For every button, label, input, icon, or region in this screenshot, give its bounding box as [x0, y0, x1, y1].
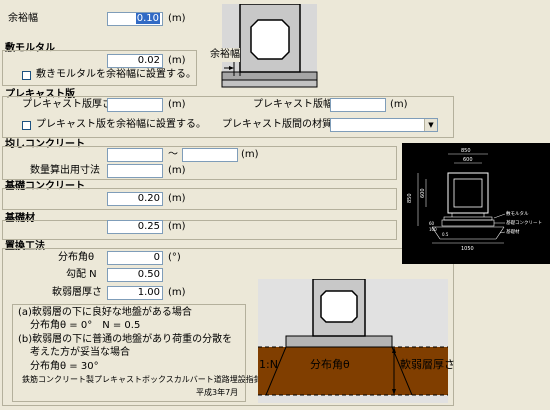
- cad-dim-side-2: 100: [429, 227, 437, 232]
- leveling-group: [2, 146, 397, 180]
- mortar-unit: (m): [168, 55, 186, 66]
- margin-input[interactable]: 0.10: [107, 12, 163, 26]
- precast-width-input[interactable]: [330, 98, 386, 112]
- replacement-diagram: [258, 279, 448, 403]
- cad-dim-top-outer: 850: [461, 148, 471, 154]
- replacement-soft-input[interactable]: 1.00: [107, 286, 163, 300]
- cad-legend-base-concrete: 基礎コンクリート: [506, 219, 542, 226]
- mortar-input[interactable]: 0.02: [107, 54, 163, 68]
- note-reference: 鉄筋コンクリート製プレキャストボックスカルバート道路埋設指針: [22, 375, 262, 384]
- precast-thickness-input[interactable]: [107, 98, 163, 112]
- note-a-title: (a)軟弱層の下に良好な地盤がある場合: [18, 307, 192, 318]
- base-concrete-title: 基礎コンクリート: [5, 181, 85, 192]
- precast-checkbox-label: プレキャスト版を余裕幅に設置する。: [36, 119, 206, 130]
- mortar-margin-checkbox[interactable]: [22, 71, 31, 80]
- margin-unit: (m): [168, 13, 186, 24]
- mortar-checkbox-label: 敷きモルタルを余裕幅に設置する。: [36, 69, 196, 80]
- replacement-soft-label: 軟弱層厚さ: [52, 287, 102, 298]
- note-a-detail: 分布角θ = 0° N = 0.5: [30, 320, 141, 331]
- replacement-title: 置換工法: [5, 241, 45, 252]
- leveling-dim-unit: (m): [168, 165, 186, 176]
- leveling-dim-label: 数量算出用寸法: [30, 165, 100, 176]
- precast-width-label: プレキャスト版幅: [253, 99, 333, 110]
- note-b-detail: 分布角θ = 30°: [30, 361, 99, 372]
- precast-margin-checkbox[interactable]: [22, 121, 31, 130]
- replacement-angle-unit: (°): [168, 252, 181, 263]
- leveling-tilde: ～: [168, 149, 178, 160]
- cad-dim-side-1: 60: [429, 221, 435, 226]
- base-material-unit: (m): [168, 221, 186, 232]
- cad-dim-side-3: 0.5: [442, 232, 449, 237]
- margin-diagram-label: 余裕幅: [210, 48, 240, 62]
- mortar-title: 敷モルタル: [5, 43, 55, 54]
- leveling-from-input[interactable]: [107, 148, 163, 162]
- cad-legend-base-material: 基礎材: [506, 228, 520, 235]
- replacement-angle-input[interactable]: 0: [107, 251, 163, 265]
- leveling-to-input[interactable]: [182, 148, 238, 162]
- precast-width-unit: (m): [390, 99, 408, 110]
- base-concrete-group: [2, 188, 397, 210]
- precast-thickness-label: プレキャスト版厚さ: [22, 99, 112, 110]
- replacement-group: [2, 248, 454, 406]
- notes-box: [12, 304, 246, 402]
- leveling-title: 均しコンクリート: [5, 139, 85, 150]
- leveling-unit: (m): [241, 149, 259, 160]
- replacement-soft-unit: (m): [168, 287, 186, 298]
- cad-preview: 850 600 1050 850 600 60 100 0.5 敷モルタル 基礎…: [402, 143, 550, 264]
- cad-dim-left: 850: [407, 193, 413, 203]
- replacement-diagram-soft: 軟弱層厚さ: [400, 358, 455, 371]
- replacement-angle-label: 分布角θ: [58, 252, 95, 263]
- replacement-slope-label: 勾配 N: [66, 269, 97, 280]
- base-concrete-input[interactable]: 0.20: [107, 192, 163, 206]
- replacement-diagram-angle: 分布角θ: [310, 358, 350, 371]
- base-concrete-unit: (m): [168, 193, 186, 204]
- replacement-diagram-slope: 1:N: [259, 358, 278, 371]
- precast-group: [2, 96, 454, 138]
- replacement-slope-input[interactable]: 0.50: [107, 268, 163, 282]
- cad-dim-bottom: 1050: [461, 246, 474, 252]
- precast-material-label: プレキャスト版間の材質: [222, 119, 332, 130]
- chevron-down-icon[interactable]: ▼: [424, 119, 437, 131]
- cad-legend-mortar: 敷モルタル: [506, 210, 529, 217]
- mortar-group: [2, 50, 197, 86]
- cad-dim-top-inner: 600: [463, 157, 473, 163]
- base-material-input[interactable]: 0.25: [107, 220, 163, 234]
- base-material-group: [2, 220, 397, 240]
- precast-thickness-unit: (m): [168, 99, 186, 110]
- margin-label: 余裕幅: [8, 13, 38, 24]
- precast-title: プレキャスト版: [5, 89, 75, 100]
- note-reference-date: 平成3年7月: [196, 388, 239, 397]
- margin-diagram: [221, 4, 318, 88]
- precast-material-select[interactable]: ▼: [330, 118, 438, 132]
- note-b-title-cont: 考えた方が妥当な場合: [30, 347, 130, 358]
- base-material-title: 基礎材: [5, 213, 35, 224]
- leveling-dim-input[interactable]: [107, 164, 163, 178]
- note-b-title: (b)軟弱層の下に普通の地盤があり荷重の分散を: [18, 334, 233, 345]
- cad-dim-left-inner: 600: [420, 188, 426, 198]
